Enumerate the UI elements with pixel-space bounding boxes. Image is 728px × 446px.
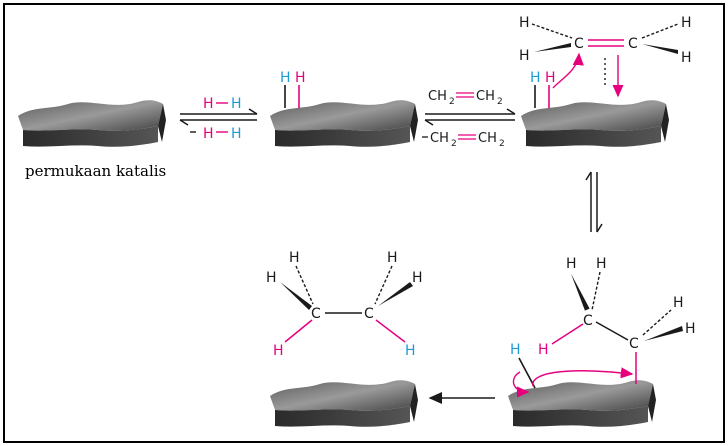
h2-reverse-h2: H: [231, 126, 242, 142]
svg-text:H: H: [510, 342, 521, 358]
svg-text:C: C: [311, 306, 321, 322]
svg-text:H: H: [530, 70, 541, 86]
ethene-reverse-left: CH: [430, 131, 449, 146]
ethene-forward-left: CH: [428, 89, 447, 104]
svg-text:C: C: [364, 306, 374, 322]
svg-text:C: C: [629, 336, 639, 352]
svg-text:2: 2: [499, 139, 505, 149]
catalyst-surface-4: [508, 380, 656, 427]
half-hydrogenated-intermediate: C C H H H H H H: [510, 256, 696, 398]
svg-text:H: H: [681, 15, 692, 31]
svg-text:2: 2: [451, 139, 457, 149]
svg-text:H: H: [681, 50, 692, 66]
svg-text:H: H: [596, 256, 607, 272]
carbon-2: C: [628, 36, 638, 52]
catalyst-surface-3: [521, 100, 669, 147]
equilibrium-arrows-2: CH 2 CH 2 CH 2 CH 2: [422, 89, 516, 149]
equilibrium-arrows-vertical: [585, 171, 603, 233]
svg-text:H: H: [519, 15, 530, 31]
svg-text:H: H: [405, 343, 416, 359]
svg-text:H: H: [685, 321, 696, 337]
diagram-frame: [3, 3, 725, 443]
carbon-1: C: [574, 36, 584, 52]
h2-forward-h2: H: [231, 96, 242, 112]
svg-text:H: H: [412, 270, 423, 286]
h2-forward-h1: H: [203, 96, 214, 112]
svg-text:H: H: [566, 256, 577, 272]
svg-text:H: H: [387, 250, 398, 266]
svg-text:H: H: [266, 270, 277, 286]
catalyst-surface-5: [270, 380, 418, 427]
ethene-reverse-right: CH: [478, 131, 497, 146]
svg-text:H: H: [545, 70, 556, 86]
equilibrium-arrows-1: H H H H: [179, 96, 258, 142]
svg-text:H: H: [273, 343, 284, 359]
svg-text:2: 2: [449, 97, 455, 107]
ethene-forward-right: CH: [476, 89, 495, 104]
adsorbed-hydrogen-2: H H: [280, 70, 306, 108]
ethene-approach: H H C C H H H H: [519, 15, 692, 108]
ethane-product: C C H H H H H H: [266, 250, 423, 359]
svg-text:H: H: [538, 342, 549, 358]
svg-text:2: 2: [497, 97, 503, 107]
svg-text:C: C: [583, 313, 593, 329]
svg-text:H: H: [673, 295, 684, 311]
h-atom-magenta: H: [295, 70, 306, 86]
svg-text:H: H: [289, 250, 300, 266]
svg-text:H: H: [519, 48, 530, 64]
h2-reverse-h1: H: [203, 126, 214, 142]
catalyst-surface-2: [270, 100, 418, 147]
surface-label: permukaan katalis: [25, 162, 166, 180]
catalyst-surface-1: [18, 100, 166, 147]
h-atom-cyan: H: [280, 70, 291, 86]
